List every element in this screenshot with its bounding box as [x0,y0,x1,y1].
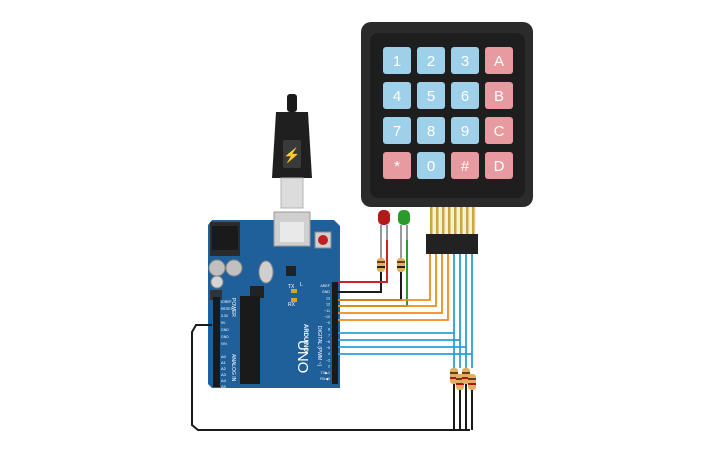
usb-icon: ⚡ [283,147,300,164]
analog-header [213,353,220,387]
key-0[interactable]: 0 [417,152,445,179]
ribbon-pin [454,204,457,236]
digital-pin-label: ~11 [324,309,330,313]
keypad[interactable]: 1 2 3 A 4 5 6 B 7 8 9 C * 0 # D [361,22,533,207]
model-label: UNO [294,340,311,373]
power-header [213,297,220,353]
ribbon-pin [466,204,469,236]
ribbon-pin [472,204,475,236]
power-pin-label: RESET [221,307,234,311]
red-led[interactable] [378,210,390,258]
key-7[interactable]: 7 [383,117,411,144]
key-label: 3 [461,53,469,70]
power-pin-label: VIN [221,342,227,346]
key-8[interactable]: 8 [417,117,445,144]
key-label: 5 [427,88,435,105]
key-label: 4 [393,88,401,105]
arduino-board[interactable]: POWER ANALOG IN ARDUINO UNO DIGITAL (PWM… [208,211,340,389]
digital-pin-label: TX▶1 [321,371,330,375]
digital-pin-label: 12 [326,303,330,307]
led-resistor-1[interactable] [377,258,385,272]
usb-cable[interactable]: ⚡ [272,94,312,209]
keypad-connector [426,204,478,254]
analog-pin-label: A5 [221,384,227,389]
digital-pin-label: RX◀0 [320,377,330,381]
tx-label: TX [288,284,295,290]
power-pin-label: 5V [221,321,226,325]
digital-pin-label: ~3 [326,358,330,362]
key-label: # [461,158,470,175]
power-pin-label: GND [221,335,229,339]
key-label: 0 [427,158,435,175]
analog-header-label: ANALOG IN [230,354,236,382]
digital-pin-label: ~9 [326,321,330,325]
key-label: B [494,88,504,105]
key-c[interactable]: C [485,117,513,144]
digital-pin-label: 8 [328,327,330,331]
key-label: 9 [461,123,469,140]
analog-pin-label: A1 [221,360,227,365]
power-pin-label: 3.3V [221,314,229,318]
led-wires[interactable] [338,240,408,307]
key-hash[interactable]: # [451,152,479,179]
key-9[interactable]: 9 [451,117,479,144]
digital-pin-label: AREF [320,284,330,288]
key-5[interactable]: 5 [417,82,445,109]
key-label: D [494,158,505,175]
analog-pin-label: A0 [221,354,227,359]
ribbon-pin [448,204,451,236]
digital-pin-label: ~5 [326,346,330,350]
digital-pin-label: ~10 [324,315,330,319]
digital-pin-label: GND [322,290,330,294]
digital-pin-label: 13 [326,296,330,300]
l-label: L [300,282,303,288]
digital-pin-label: 2 [328,365,330,369]
digital-header [332,282,338,384]
led-resistor-2[interactable] [397,258,405,272]
pulldown-resistors[interactable] [450,368,476,390]
key-4[interactable]: 4 [383,82,411,109]
digital-pin-label: 4 [328,352,330,356]
atmega-chip [240,296,260,384]
key-label: 8 [427,123,435,140]
ribbon-pin [442,204,445,236]
key-label: 7 [393,123,401,140]
orange-wires[interactable] [338,254,449,321]
key-3[interactable]: 3 [451,47,479,74]
digital-pin-label: 7 [328,334,330,338]
key-2[interactable]: 2 [417,47,445,74]
key-d[interactable]: D [485,152,513,179]
key-6[interactable]: 6 [451,82,479,109]
power-header-label: POWER [230,298,236,317]
key-star[interactable]: * [383,152,411,179]
power-pin-label: GND [221,328,229,332]
key-b[interactable]: B [485,82,513,109]
key-label: C [494,123,505,140]
ribbon-pin [430,204,433,236]
analog-pin-label: A2 [221,366,227,371]
analog-pin-label: A4 [221,378,227,383]
key-label: A [494,53,504,70]
digital-header-label: DIGITAL (PWM ~) [316,326,322,366]
green-led[interactable] [398,210,410,258]
key-a[interactable]: A [485,47,513,74]
power-pin-label: IOREF [221,300,232,304]
ribbon-pin [460,204,463,236]
key-label: 6 [461,88,469,105]
key-label: 2 [427,53,435,70]
key-label: 1 [393,53,401,70]
ribbon-pin [436,204,439,236]
rx-label: RX [288,302,296,308]
digital-pin-label: ~6 [326,340,330,344]
blue-wires[interactable] [338,254,473,368]
key-1[interactable]: 1 [383,47,411,74]
ground-wire[interactable] [191,324,473,431]
brand-label: ARDUINO [302,324,308,352]
analog-pin-label: A3 [221,372,227,377]
key-label: * [394,158,400,175]
